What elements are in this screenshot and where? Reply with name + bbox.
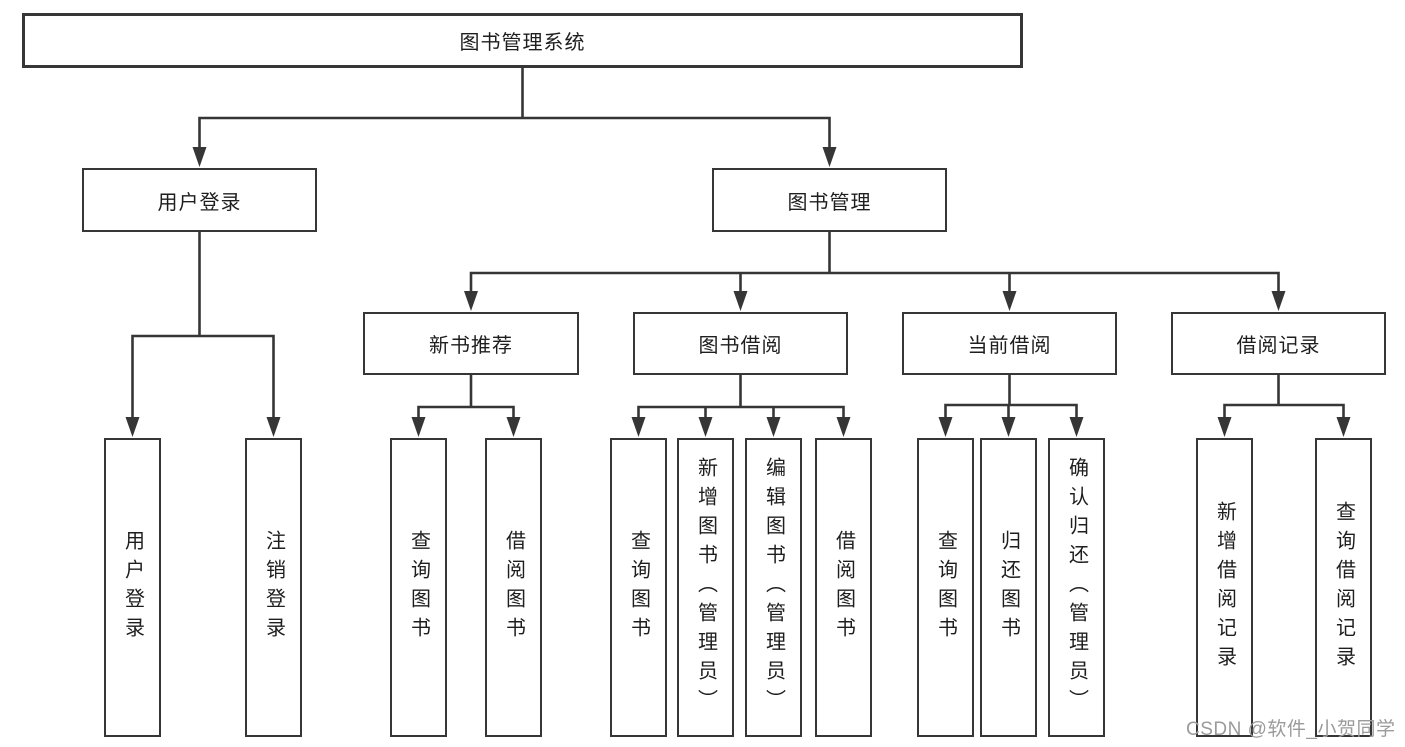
connector-recommend-split bbox=[417, 405, 515, 420]
leaf-borrowing-add-books-admin-label: 新增图书（管理员） bbox=[694, 457, 717, 718]
leaf-records-add-record: 新增借阅记录 bbox=[1196, 438, 1253, 737]
node-new-book-recommend-label: 新书推荐 bbox=[429, 335, 513, 357]
leaf-records-add-record-label: 新增借阅记录 bbox=[1213, 500, 1236, 675]
arrowhead bbox=[506, 417, 521, 437]
arrowhead bbox=[266, 417, 281, 437]
node-current-borrowing: 当前借阅 bbox=[902, 312, 1117, 375]
node-book-management-label: 图书管理 bbox=[787, 191, 872, 214]
leaf-user-login-label: 用户登录 bbox=[121, 529, 144, 646]
arrowhead bbox=[464, 291, 478, 311]
arrowhead bbox=[1001, 417, 1016, 437]
arrowhead bbox=[1002, 291, 1017, 311]
arrowhead bbox=[631, 417, 646, 437]
leaf-recommend-borrow-books: 借阅图书 bbox=[485, 438, 542, 737]
node-borrowing-records-label: 借阅记录 bbox=[1236, 335, 1321, 357]
arrowhead bbox=[1271, 291, 1286, 311]
arrowhead bbox=[1217, 417, 1232, 437]
node-borrowing-records: 借阅记录 bbox=[1171, 312, 1386, 375]
leaf-user-login: 用户登录 bbox=[104, 438, 161, 737]
node-user-login-label: 用户登录 bbox=[157, 191, 242, 214]
connector-records-split bbox=[1223, 403, 1345, 420]
leaf-borrowing-edit-books-admin-label: 编辑图书（管理员） bbox=[762, 457, 785, 718]
node-book-borrowing-label: 图书借阅 bbox=[698, 335, 783, 357]
arrowhead bbox=[733, 291, 748, 311]
leaf-borrowing-borrow-books: 借阅图书 bbox=[815, 438, 872, 737]
leaf-logout-label: 注销登录 bbox=[262, 529, 285, 646]
leaf-borrowing-borrow-books-label: 借阅图书 bbox=[832, 529, 855, 646]
leaf-borrowing-add-books-admin: 新增图书（管理员） bbox=[677, 438, 734, 737]
csdn-watermark: CSDN @软件_小贺同学 bbox=[1186, 719, 1396, 740]
leaf-current-return-books: 归还图书 bbox=[980, 438, 1037, 737]
node-root: 图书管理系统 bbox=[22, 13, 1023, 68]
connector-bookmgmt-split bbox=[469, 271, 1280, 294]
connector-root-split bbox=[198, 116, 831, 150]
arrowhead bbox=[125, 417, 140, 437]
node-new-book-recommend: 新书推荐 bbox=[363, 312, 579, 375]
node-current-borrowing-label: 当前借阅 bbox=[967, 335, 1052, 357]
leaf-current-confirm-return-admin: 确认归还（管理员） bbox=[1048, 438, 1105, 737]
arrowhead bbox=[938, 417, 953, 437]
leaf-current-confirm-return-admin-label: 确认归还（管理员） bbox=[1065, 457, 1088, 718]
leaf-records-query-record: 查询借阅记录 bbox=[1315, 438, 1372, 737]
node-user-login: 用户登录 bbox=[82, 168, 317, 232]
connector-current-split bbox=[944, 403, 1078, 420]
node-root-label: 图书管理系统 bbox=[459, 32, 586, 54]
arrowhead bbox=[1336, 417, 1351, 437]
arrowhead bbox=[192, 147, 207, 167]
leaf-logout: 注销登录 bbox=[245, 438, 302, 737]
leaf-current-query-books: 查询图书 bbox=[917, 438, 974, 737]
arrowhead bbox=[766, 417, 781, 437]
arrowhead bbox=[836, 417, 851, 437]
leaf-borrowing-query-books-label: 查询图书 bbox=[627, 529, 650, 646]
leaf-recommend-query-books: 查询图书 bbox=[390, 438, 447, 737]
leaf-current-return-books-label: 归还图书 bbox=[997, 529, 1020, 646]
leaf-current-query-books-label: 查询图书 bbox=[934, 529, 957, 646]
arrowhead bbox=[411, 417, 426, 437]
leaf-borrowing-edit-books-admin: 编辑图书（管理员） bbox=[745, 438, 802, 737]
arrowhead bbox=[1069, 417, 1084, 437]
node-book-management: 图书管理 bbox=[712, 168, 947, 232]
node-book-borrowing: 图书借阅 bbox=[633, 312, 848, 375]
leaf-records-query-record-label: 查询借阅记录 bbox=[1332, 500, 1355, 675]
leaf-recommend-borrow-books-label: 借阅图书 bbox=[502, 529, 525, 646]
arrowhead bbox=[822, 147, 837, 167]
leaf-recommend-query-books-label: 查询图书 bbox=[407, 529, 430, 646]
connector-borrowing-split bbox=[637, 405, 845, 420]
connector-userlogin-split bbox=[131, 334, 275, 420]
arrowhead bbox=[698, 417, 713, 437]
leaf-borrowing-query-books: 查询图书 bbox=[610, 438, 667, 737]
